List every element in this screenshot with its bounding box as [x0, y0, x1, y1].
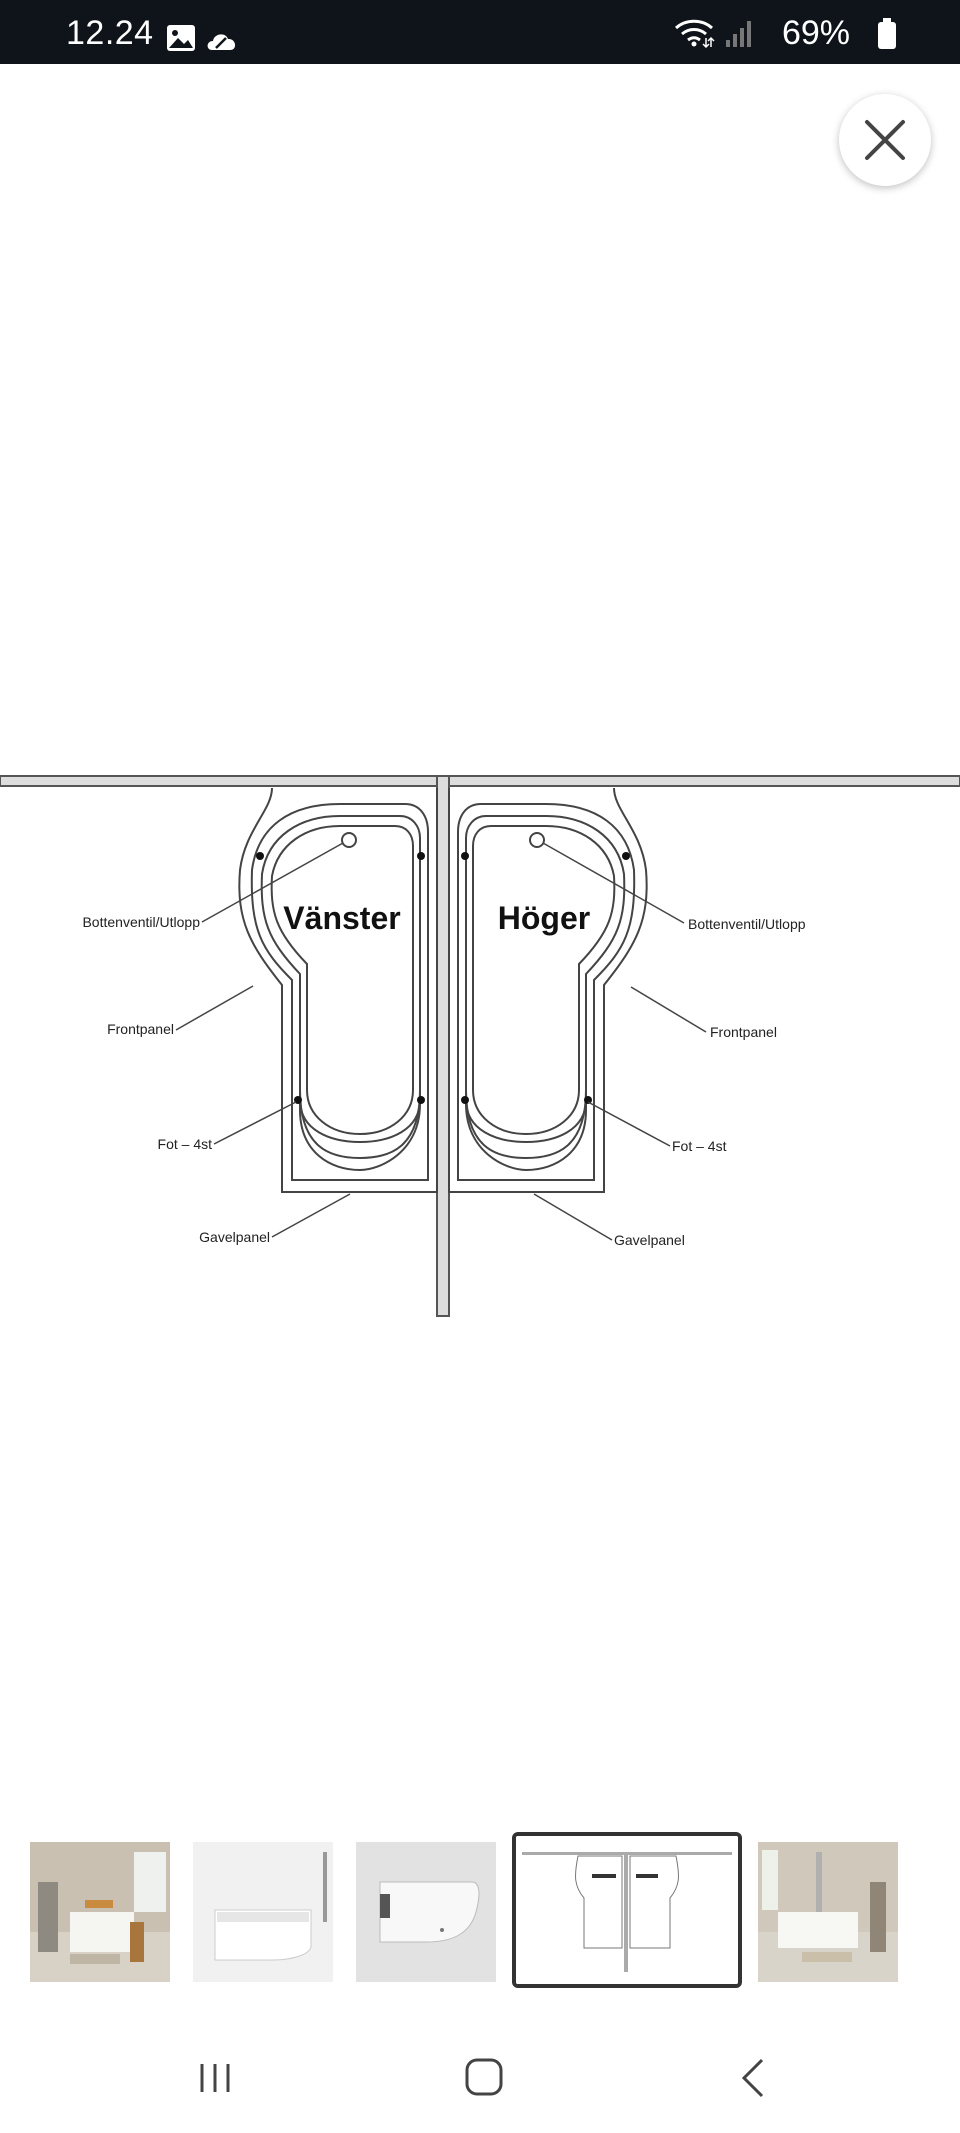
back-icon [741, 2058, 764, 2098]
left-label-end: Gavelpanel [199, 1229, 270, 1245]
home-icon [465, 2058, 503, 2096]
back-button[interactable] [718, 2048, 788, 2108]
bathroom-photo-thumb [30, 1842, 170, 1982]
left-label-front: Frontpanel [107, 1021, 174, 1037]
status-bar: 12.24 [0, 0, 960, 64]
thumbnail-4-active[interactable] [512, 1832, 742, 1988]
signal-icon [726, 21, 751, 47]
status-left-icons [166, 24, 246, 54]
close-button[interactable] [839, 94, 931, 186]
right-leader-lines [533, 842, 707, 1241]
bathtub-diagram: Vänster Höger Bottenventil/Utlopp Frontp… [0, 775, 960, 1317]
battery-icon [878, 18, 896, 49]
left-label-drain: Bottenventil/Utlopp [82, 914, 200, 930]
wifi-icon [674, 19, 715, 48]
right-label-drain: Bottenventil/Utlopp [688, 916, 806, 932]
left-label-feet: Fot – 4st [158, 1136, 213, 1152]
thumbnail-strip [0, 1832, 960, 1992]
wall [0, 775, 960, 1317]
right-title: Höger [498, 900, 590, 936]
battery-percentage: 69% [781, 14, 850, 52]
status-time: 12.24 [66, 14, 154, 52]
thumbnail-5[interactable] [758, 1842, 898, 1982]
right-label-feet: Fot – 4st [672, 1138, 727, 1154]
bathtub-topview-thumb [356, 1842, 496, 1982]
right-label-end: Gavelpanel [614, 1232, 685, 1248]
left-tub-inner [270, 825, 414, 1136]
cloud-icon [207, 34, 236, 50]
bathtub-product-thumb [193, 1842, 333, 1982]
recent-apps-button[interactable] [180, 2048, 250, 2108]
right-tub [448, 787, 648, 1193]
right-label-front: Frontpanel [710, 1024, 777, 1040]
left-leader-lines [175, 842, 351, 1238]
bathroom-photo-thumb-2 [758, 1842, 898, 1982]
close-icon [865, 120, 905, 160]
bathtub-diagram-thumb [516, 1836, 738, 1984]
image-icon [167, 25, 195, 51]
recent-apps-icon [200, 2064, 230, 2092]
left-drain [341, 832, 357, 848]
thumbnail-3[interactable] [356, 1842, 496, 1982]
navigation-bar [0, 2030, 960, 2122]
thumbnail-1[interactable] [30, 1842, 170, 1982]
left-title: Vänster [283, 900, 400, 936]
thumbnail-2[interactable] [193, 1842, 333, 1982]
left-tub [238, 787, 438, 1193]
home-button[interactable] [450, 2048, 520, 2108]
